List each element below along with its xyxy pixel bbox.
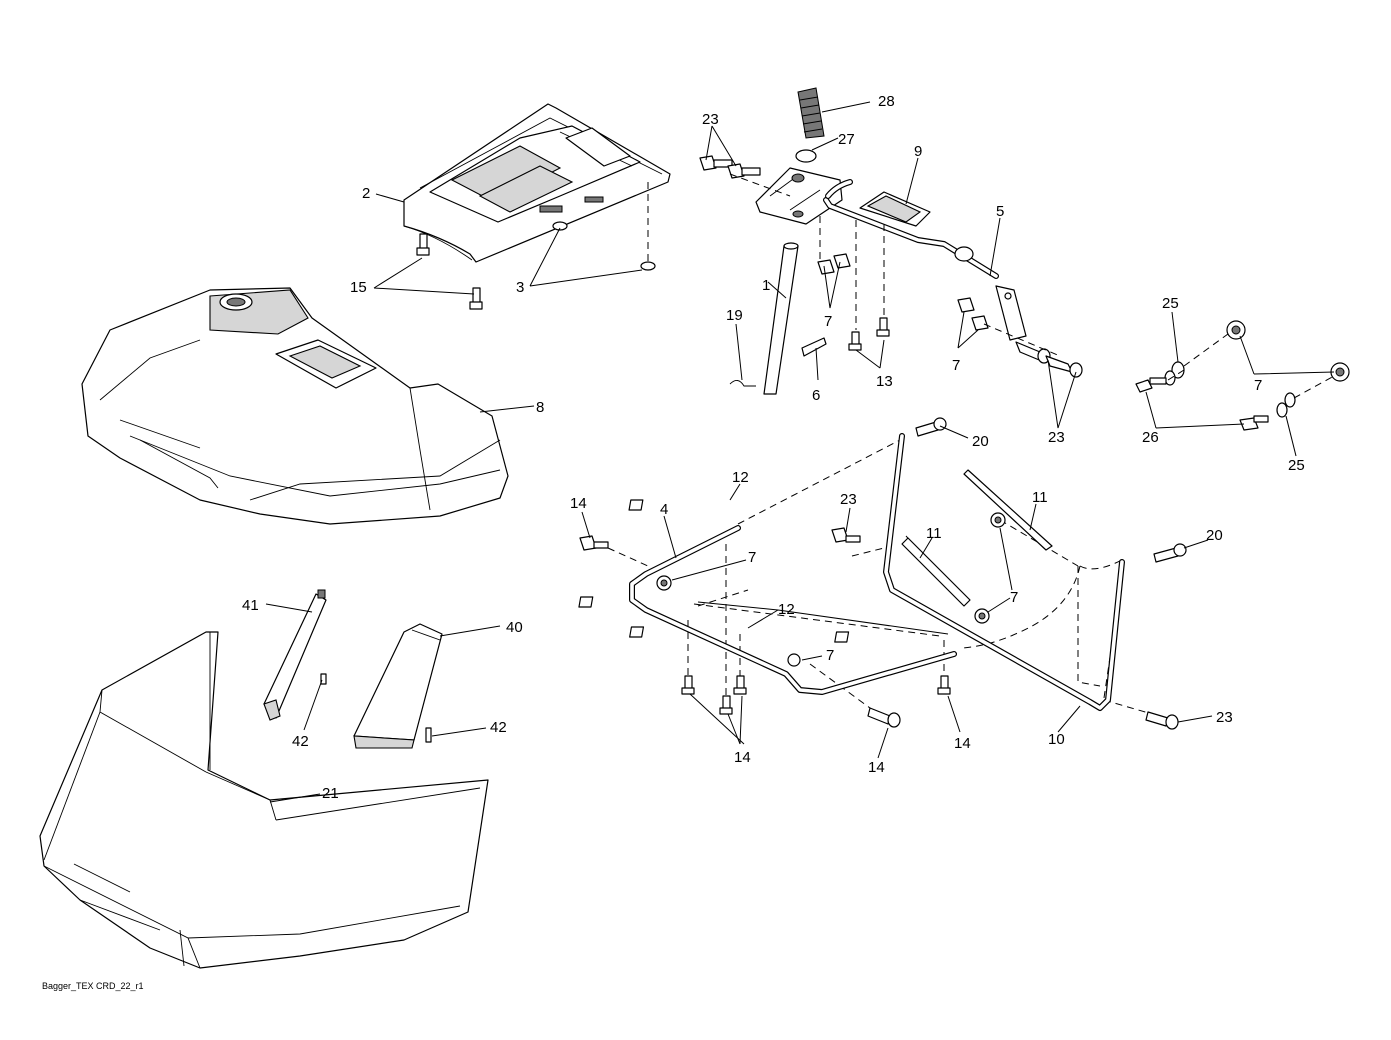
part-8-hood	[81, 287, 509, 525]
callout-label: 25	[1162, 295, 1179, 312]
callout-label: 23	[1048, 429, 1065, 446]
callout-label: 23	[702, 111, 719, 128]
callout-label: 13	[876, 373, 893, 390]
callout-label: 40	[506, 619, 523, 636]
callout-label: 14	[734, 749, 751, 766]
callout-label: 7	[748, 549, 756, 566]
callout-label: 41	[242, 597, 259, 614]
cover-bolts	[416, 182, 656, 310]
callout-label: 3	[516, 279, 524, 296]
callout-label: 7	[1254, 377, 1262, 394]
callout-label: 42	[490, 719, 507, 736]
leader-lines	[265, 101, 1335, 803]
callout-label: 2	[362, 185, 370, 202]
callout-label: 5	[996, 203, 1004, 220]
callout-label: 21	[322, 785, 339, 802]
part-41-side-strip	[263, 589, 327, 721]
part-21-bag-shell	[39, 631, 489, 969]
handle-assembly	[699, 87, 1083, 395]
callout-label: 9	[914, 143, 922, 160]
callout-label: 26	[1142, 429, 1159, 446]
part-40-cover-plate	[353, 623, 443, 749]
callout-label: 4	[660, 501, 668, 518]
callout-label: 6	[812, 387, 820, 404]
callout-label: 28	[878, 93, 895, 110]
callout-label: 23	[840, 491, 857, 508]
right-hardware	[1135, 320, 1350, 431]
callout-label: 8	[536, 399, 544, 416]
callout-label: 7	[952, 357, 960, 374]
callout-labels: 28 27 23 9 5 2 15 3 1 7 19 13 7 6 25 7 2…	[242, 93, 1305, 802]
callout-label: 23	[1216, 709, 1233, 726]
callout-label: 42	[292, 733, 309, 750]
callout-label: 12	[732, 469, 749, 486]
callout-label: 20	[1206, 527, 1223, 544]
callout-label: 10	[1048, 731, 1065, 748]
callout-label: 27	[838, 131, 855, 148]
callout-label: 1	[762, 277, 770, 294]
part-2-top-cover	[403, 103, 671, 263]
callout-label: 7	[1010, 589, 1018, 606]
callout-label: 19	[726, 307, 743, 324]
lower-frame	[578, 417, 1187, 730]
callout-label: 14	[954, 735, 971, 752]
callout-label: 14	[570, 495, 587, 512]
diagram-caption: Bagger_TEX CRD_22_r1	[42, 981, 144, 991]
callout-label: 14	[868, 759, 885, 776]
callout-label: 11	[926, 525, 942, 542]
callout-label: 20	[972, 433, 989, 450]
callout-label: 11	[1032, 489, 1048, 506]
callout-label: 7	[824, 313, 832, 330]
callout-label: 12	[778, 601, 795, 618]
callout-label: 15	[350, 279, 367, 296]
callout-label: 7	[826, 647, 834, 664]
callout-label: 25	[1288, 457, 1305, 474]
